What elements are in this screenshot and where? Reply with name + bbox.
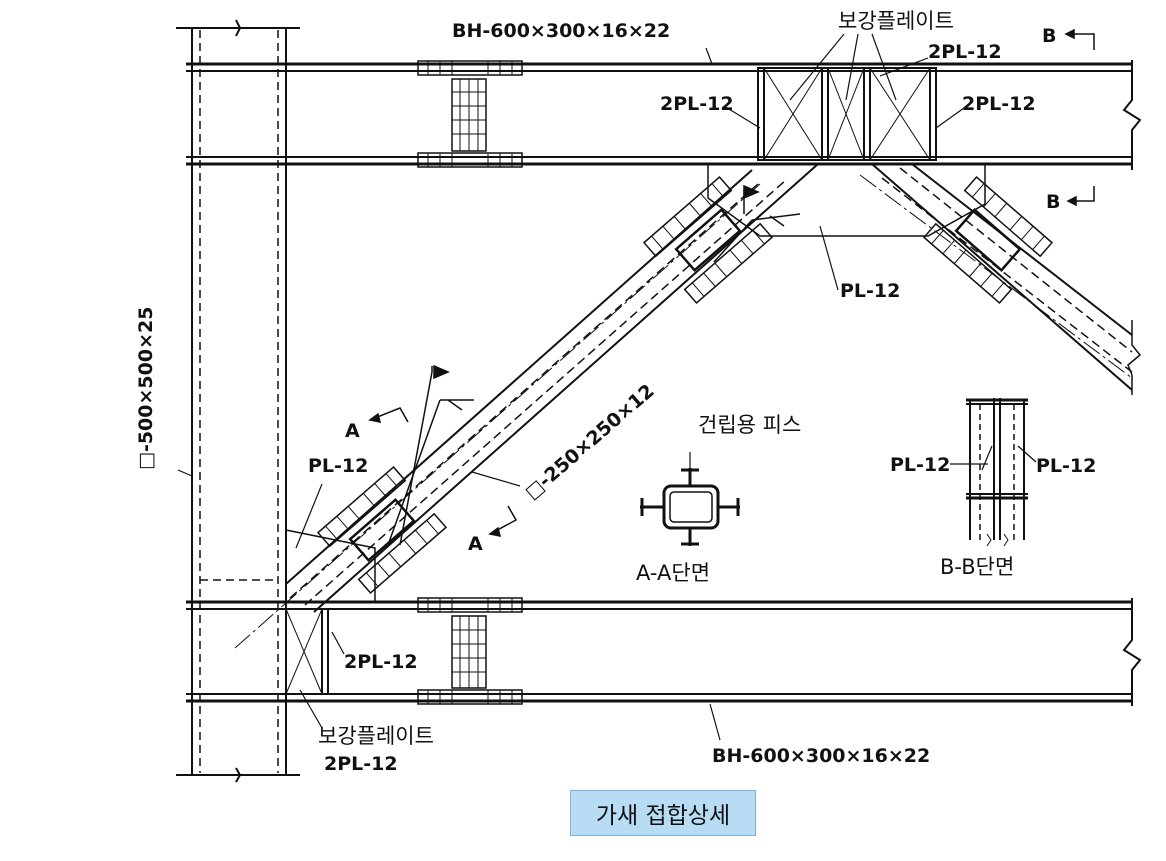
left-gusset-plate <box>285 529 376 603</box>
marker-a-top: A <box>345 420 360 442</box>
section-aa-detail <box>640 468 740 546</box>
bottom-reinforcement-plate <box>285 608 329 695</box>
gusset-plate-label: PL-12 <box>840 280 900 302</box>
brace-splice-lower-left <box>316 465 448 595</box>
bottom-reinforce-label: 보강플레이트 <box>318 724 434 748</box>
top-beam-label: BH-600×300×16×22 <box>452 20 670 42</box>
section-bb-detail <box>966 398 1028 547</box>
main-brace <box>234 163 819 649</box>
right-stiffener-label: 2PL-12 <box>962 93 1036 115</box>
section-bb-label: B-B단면 <box>940 555 1014 579</box>
bottom-beam-splice <box>417 597 523 705</box>
left-stiffener-label: 2PL-12 <box>660 93 734 115</box>
column <box>176 19 300 783</box>
top-beam-splice <box>417 60 523 168</box>
marker-b-bottom: B <box>1046 191 1060 213</box>
top-beam <box>186 60 1142 170</box>
column-label: □-500×500×25 <box>135 307 157 470</box>
leader-lines <box>177 33 1037 741</box>
top-reinforce-pl-label: 2PL-12 <box>928 41 1002 63</box>
section-cut-markers <box>368 28 1095 537</box>
top-reinforcement-plates <box>757 67 937 161</box>
apex-gusset-plate <box>707 164 986 237</box>
brace-label: □-250×250×12 <box>521 380 659 504</box>
bottom-beam-label: BH-600×300×16×22 <box>712 745 930 767</box>
erection-piece-label: 건립용 피스 <box>698 413 801 437</box>
marker-a-bottom: A <box>468 533 483 555</box>
bb-left-pl-label: PL-12 <box>890 454 950 476</box>
marker-b-top: B <box>1042 25 1056 47</box>
bottom-beam <box>186 598 1142 706</box>
brace-splice-right <box>922 175 1054 305</box>
weld-symbols <box>387 184 801 546</box>
left-gusset-label: PL-12 <box>308 455 368 477</box>
bb-right-pl-label: PL-12 <box>1036 455 1096 477</box>
brace-splice-upper-left <box>642 175 774 305</box>
bottom-stiffener-label: 2PL-12 <box>344 651 418 673</box>
bottom-reinforce-pl-label: 2PL-12 <box>324 753 398 775</box>
figure-caption: 가새 접합상세 <box>570 790 756 836</box>
section-aa-label: A-A단면 <box>636 561 710 585</box>
top-reinforce-label: 보강플레이트 <box>838 9 954 33</box>
